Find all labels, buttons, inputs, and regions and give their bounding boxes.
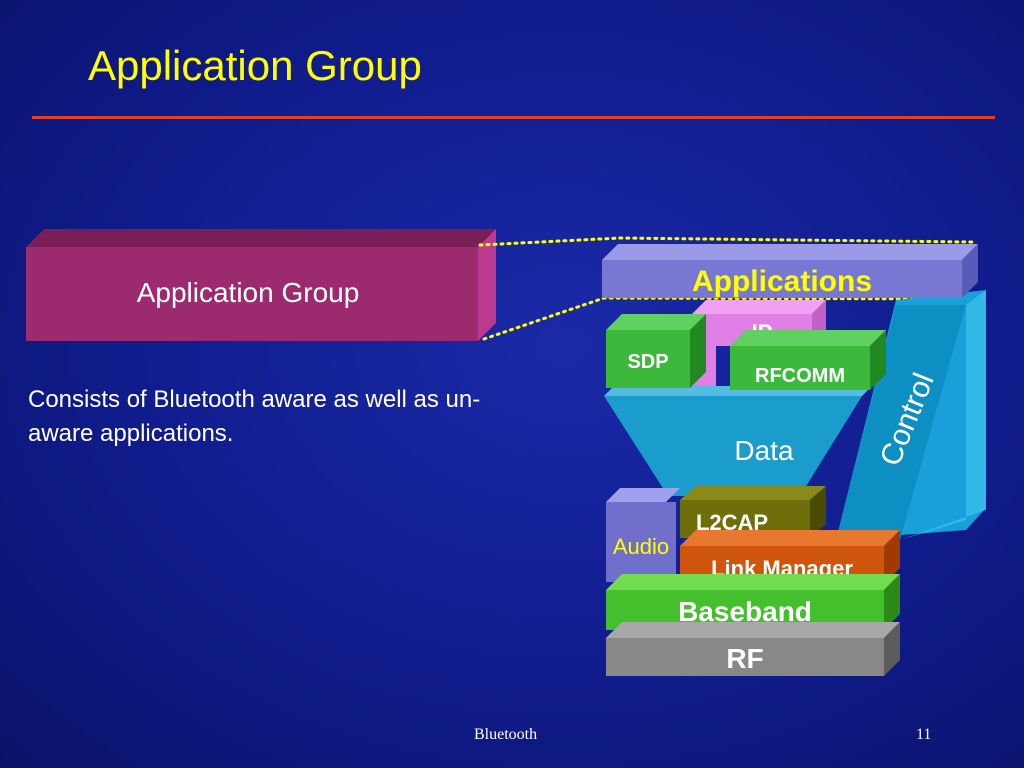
rfcomm-block: RFCOMM: [730, 330, 886, 390]
data-label: Data: [734, 435, 794, 466]
data-funnel: Data: [604, 386, 872, 496]
control-bar: Control: [836, 290, 986, 540]
title-underline: [32, 116, 995, 119]
page-number: 11: [916, 726, 932, 743]
footer-label: Bluetooth: [474, 726, 538, 743]
slide-title: Application Group: [88, 42, 422, 89]
sdp-label: SDP: [627, 351, 668, 373]
audio-label: Audio: [613, 534, 669, 559]
application-group-box: Application Group: [26, 229, 496, 341]
rfcomm-label: RFCOMM: [755, 365, 845, 387]
rf-label: RF: [726, 643, 763, 674]
sdp-block: SDP: [606, 314, 706, 388]
applications-label: Applications: [692, 265, 872, 298]
rf-layer: RF: [606, 622, 900, 676]
baseband-label: Baseband: [678, 596, 812, 627]
application-group-label: Application Group: [137, 277, 360, 308]
applications-layer: Applications: [602, 244, 978, 298]
baseband-layer: Baseband: [606, 574, 900, 630]
slide-description: Consists of Bluetooth aware as well as u…: [28, 386, 481, 447]
audio-block: Audio: [606, 488, 680, 582]
